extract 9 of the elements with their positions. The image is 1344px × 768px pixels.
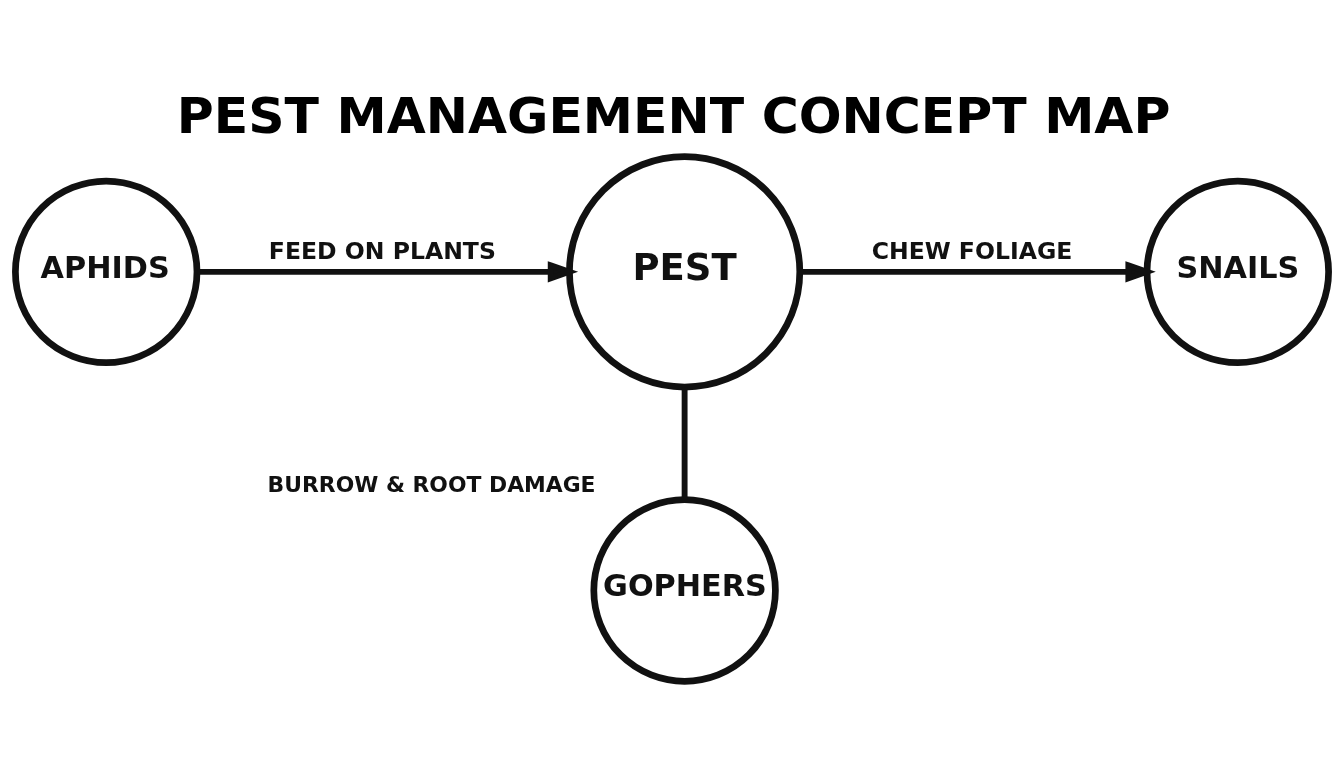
node-circle: SNAILS bbox=[1143, 177, 1332, 366]
node-circle: APHIDS bbox=[12, 177, 201, 366]
edge-label: CHEW FOLIAGE bbox=[871, 236, 1073, 265]
node-label: BURROW & ROOT DAMAGE bbox=[267, 471, 596, 497]
diagram-title: PEST MANAGEMENT CONCEPT MAP bbox=[176, 85, 1171, 145]
node-circle: PEST bbox=[566, 152, 804, 390]
arrow bbox=[197, 260, 579, 282]
edge-label: FEED ON PLANTS bbox=[268, 236, 496, 265]
node-circle: GOPHERS bbox=[590, 495, 779, 685]
